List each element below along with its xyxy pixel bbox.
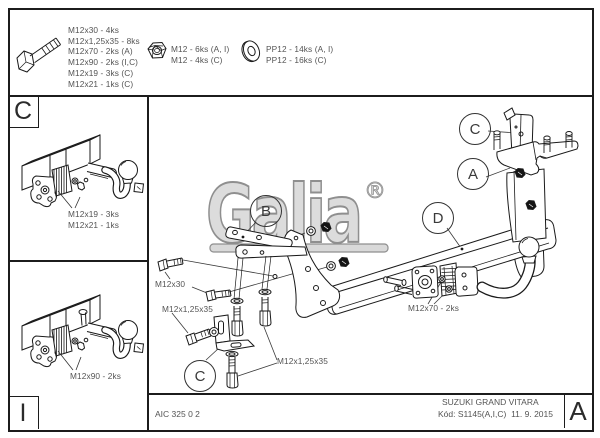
- nut-icon: [147, 41, 167, 59]
- label-m12x21: M12x21 - 1ks: [68, 220, 120, 230]
- code-line: Kód: S1145(A,I,C) 11. 9. 2015: [438, 409, 553, 419]
- label-m12x70: M12x70 - 2ks: [408, 303, 460, 313]
- vertical-bolts: [225, 288, 272, 389]
- label-m12x35-left: M12x1,25x35: [162, 304, 213, 314]
- b-bracket-plates: [225, 226, 308, 300]
- legend-bolt-label-3: M12x70 - 2ks (A): [68, 46, 133, 57]
- callout-d-right: D: [422, 202, 454, 234]
- callout-d-right-letter: D: [432, 209, 444, 227]
- label-m12x30: M12x30: [155, 279, 186, 289]
- outer-frame: [8, 8, 594, 432]
- main-assembly-drawing: [157, 107, 579, 389]
- legend-nut-label-2: M12 - 4ks (C): [171, 55, 223, 65]
- left-column-divider: [147, 95, 149, 430]
- legend-washer-label-1: PP12 - 14ks (A, I): [266, 44, 334, 54]
- right-bracket: [493, 107, 579, 243]
- callout-b-letter: B: [260, 202, 271, 220]
- section-letter-a: A: [569, 395, 587, 426]
- section-box-i: I: [8, 396, 39, 429]
- footer-divider: [147, 393, 592, 395]
- l-bracket: [213, 314, 256, 352]
- left-section-divider: [8, 260, 148, 262]
- variant-i-drawing: [22, 295, 144, 370]
- section-letter-c: C: [13, 97, 33, 125]
- callout-c-right: C: [459, 113, 491, 145]
- legend-washer-label-2: PP12 - 16ks (C): [266, 55, 327, 65]
- ball-flange-assembly: [383, 236, 540, 299]
- callout-c-right-letter: C: [469, 120, 481, 138]
- section-box-c: C: [8, 96, 39, 128]
- callout-c-center: C: [184, 360, 216, 392]
- label-m12x90: M12x90 - 2ks: [70, 371, 122, 381]
- vehicle-title: SUZUKI GRAND VITARA: [442, 397, 539, 407]
- legend-nut-label-1: M12 - 6ks (A, I): [171, 44, 230, 54]
- doc-number: AIC 325 0 2: [155, 409, 200, 419]
- label-m12x35-right: M12x1,25x35: [277, 356, 328, 366]
- washer-icon: [241, 40, 261, 63]
- variant-c-drawing: [22, 135, 144, 208]
- m12x30-bolts: [157, 257, 232, 302]
- callout-a-right-letter: A: [467, 165, 478, 183]
- legend-bolt-label-2: M12x1,25x35 - 8ks: [68, 35, 140, 46]
- bolt-icon: [16, 37, 62, 73]
- registered-mark: ®: [364, 179, 386, 204]
- legend-bolt-label-6: M12x21 - 1ks (C): [68, 78, 134, 89]
- legend-bolt-label-1: M12x30 - 4ks: [68, 25, 120, 35]
- callout-c-center-letter: C: [194, 367, 206, 385]
- washer-nut-pairs: [306, 221, 350, 271]
- legend-divider: [8, 95, 592, 97]
- m12x35-bolt: [185, 327, 219, 346]
- legend-bolt-label-5: M12x19 - 3ks (C): [68, 67, 134, 78]
- section-box-a: A: [564, 394, 591, 428]
- callout-b: B: [250, 195, 282, 227]
- section-letter-i: I: [19, 398, 27, 427]
- hex-bolt-icon: [514, 167, 537, 211]
- label-m12x19: M12x19 - 3ks: [68, 209, 120, 219]
- callout-a-right: A: [457, 158, 489, 190]
- leader-dots: [241, 235, 464, 279]
- legend-bolt-label-4: M12x90 - 2ks (I,C): [68, 57, 139, 68]
